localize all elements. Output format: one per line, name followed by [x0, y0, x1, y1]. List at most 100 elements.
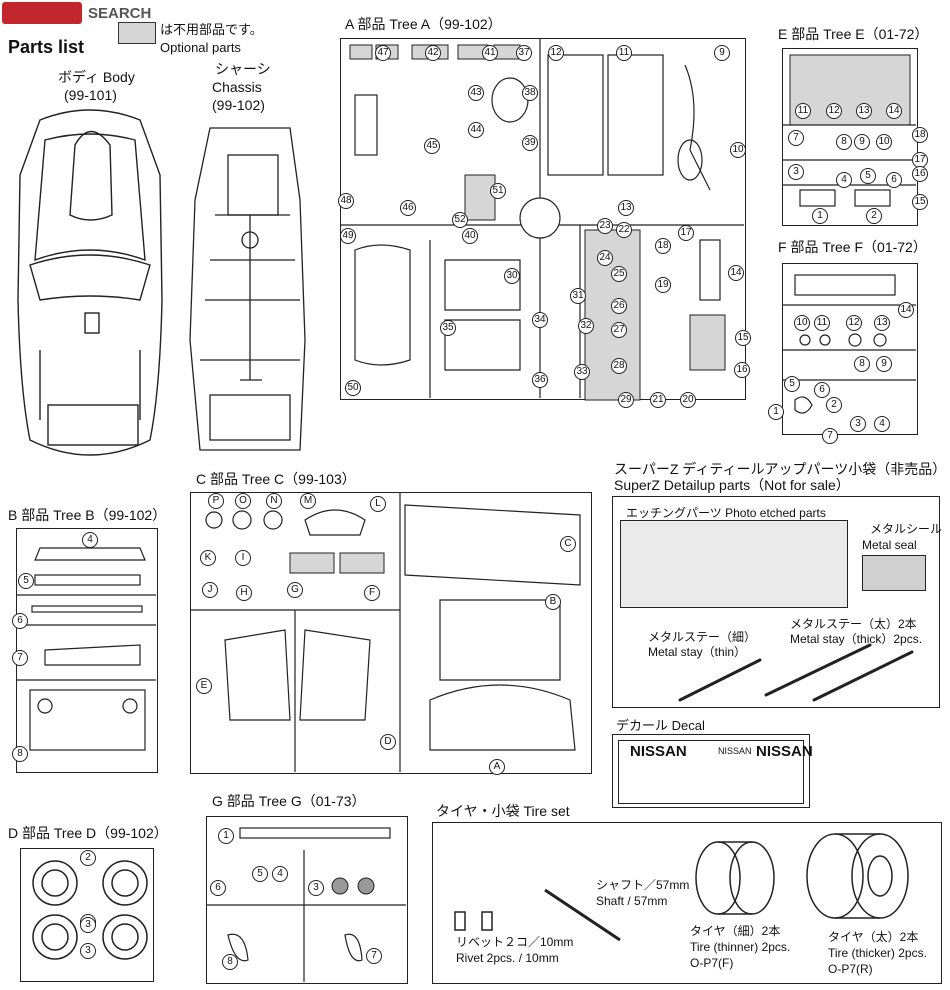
tree-d-part-2: 2: [80, 850, 96, 866]
tree-e-part-5: 5: [860, 168, 876, 184]
tree-f-part-7: 7: [822, 428, 838, 444]
tree-c-part-L: L: [370, 496, 386, 512]
tree-e-part-17: 17: [912, 152, 928, 168]
metal-seal-jp: メタルシール: [870, 522, 943, 536]
tree-e-part-18: 18: [912, 127, 928, 143]
tree-d-part-3: 3: [80, 943, 96, 959]
tree-a-part-49: 49: [340, 228, 356, 244]
tree-a-part-23: 23: [597, 218, 613, 234]
page-title: Parts list: [8, 37, 85, 57]
tree-a-part-52: 52: [452, 212, 468, 228]
tree-g-part-6: 6: [210, 880, 226, 896]
photo-etched-sheet: [620, 520, 848, 608]
tree-c-part-J: J: [202, 582, 218, 598]
tree-a-part-35: 35: [440, 320, 456, 336]
tree-g-part-5: 5: [252, 866, 268, 882]
tree-e-part-4: 4: [836, 172, 852, 188]
legend-en: Optional parts: [160, 40, 241, 55]
tree-a-part-10: 10: [730, 142, 746, 158]
tree-a-part-19: 19: [655, 277, 671, 293]
tree-a-part-33: 33: [574, 364, 590, 380]
tree-c-part-B: B: [545, 594, 561, 610]
tree-f-part-1: 1: [768, 404, 784, 420]
shaft-jp: シャフト／57mm: [596, 878, 690, 892]
tree-a-part-28: 28: [611, 358, 627, 374]
tree-c-part-F: F: [364, 585, 380, 601]
tree-e-part-11: 11: [795, 103, 811, 119]
tree-c-frame: [190, 492, 592, 774]
tree-b-part-8: 8: [12, 746, 28, 762]
tree-a-part-51: 51: [490, 183, 506, 199]
tree-e-part-2: 2: [866, 208, 882, 224]
tree-g-part-3: 3: [308, 880, 324, 896]
logo-text: SEARCH: [88, 5, 152, 22]
tree-a-label: A 部品 Tree A（99-102）: [345, 16, 502, 32]
tree-b-part-5: 5: [18, 573, 34, 589]
tree-a-part-36: 36: [532, 372, 548, 388]
tree-f-part-2: 2: [826, 397, 842, 413]
tree-f-frame: [782, 263, 918, 435]
stay-thick-en: Metal stay（thick）2pcs.: [790, 632, 923, 646]
tree-b-frame: [16, 528, 158, 773]
tree-a-part-16: 16: [734, 362, 750, 378]
chassis-code: (99-102): [212, 97, 265, 113]
tree-a-part-22: 22: [616, 222, 632, 238]
tire-thin-en: Tire (thinner) 2pcs.: [690, 940, 791, 954]
superz-label-en: SuperZ Detailup parts（Not for sale）: [614, 477, 850, 493]
tree-a-part-32: 32: [578, 318, 594, 334]
tree-a-part-29: 29: [618, 392, 634, 408]
tree-e-part-9: 9: [854, 134, 870, 150]
tree-b-label: B 部品 Tree B（99-102）: [8, 507, 167, 523]
tree-a-part-14: 14: [728, 265, 744, 281]
tree-e-part-16: 16: [912, 166, 928, 182]
tree-g-part-7: 7: [366, 948, 382, 964]
tree-a-part-18: 18: [655, 238, 671, 254]
metal-seal-en: Metal seal: [862, 538, 917, 552]
tree-f-part-8: 8: [854, 356, 870, 372]
tree-e-part-10: 10: [876, 134, 892, 150]
tree-e-part-14: 14: [886, 103, 902, 119]
tree-a-part-21: 21: [650, 392, 666, 408]
chassis-label-jp: シャーシ: [215, 61, 271, 77]
tree-b-part-6: 6: [12, 613, 28, 629]
tree-a-part-15: 15: [735, 330, 751, 346]
tree-c-part-C: C: [560, 536, 576, 552]
tree-f-part-11: 11: [814, 315, 830, 331]
tree-e-part-1: 1: [812, 208, 828, 224]
stay-thin-en: Metal stay（thin）: [648, 645, 747, 659]
tree-a-part-13: 13: [618, 200, 634, 216]
tree-e-part-3: 3: [788, 164, 804, 180]
tree-e-label: E 部品 Tree E（01-72）: [778, 26, 929, 42]
etched-label: エッチングパーツ Photo etched parts: [626, 506, 826, 520]
tree-a-part-40: 40: [462, 228, 478, 244]
body-label: ボディ Body: [58, 69, 135, 85]
tree-g-part-8: 8: [222, 954, 238, 970]
tree-a-part-43: 43: [468, 85, 484, 101]
tree-d-label: D 部品 Tree D（99-102）: [8, 825, 168, 841]
tire-thick-en: Tire (thicker) 2pcs.: [828, 946, 927, 960]
tree-a-part-12: 12: [548, 45, 564, 61]
tree-c-part-P: P: [208, 493, 224, 509]
tree-a-part-48: 48: [338, 193, 354, 209]
tree-e-part-15: 15: [912, 194, 928, 210]
tree-c-part-D: D: [380, 734, 396, 750]
decal-label: デカール Decal: [616, 718, 705, 733]
tree-f-part-5: 5: [784, 376, 800, 392]
tree-e-part-8: 8: [836, 134, 852, 150]
legend-jp: は不用部品です。: [160, 22, 263, 37]
tree-c-part-K: K: [200, 550, 216, 566]
tire-set-label: タイヤ・小袋 Tire set: [436, 803, 570, 819]
tree-f-part-4: 4: [874, 416, 890, 432]
rivet-jp: リベット２コ／10mm: [456, 935, 574, 949]
tree-a-part-25: 25: [611, 266, 627, 282]
tree-e-part-7: 7: [788, 130, 804, 146]
tree-g-label: G 部品 Tree G（01-73）: [212, 793, 366, 809]
decal-sheet: [618, 740, 804, 804]
tree-c-part-G: G: [287, 582, 303, 598]
tree-c-part-M: M: [300, 493, 316, 509]
tire-thick-jp: タイヤ（太）2本: [828, 930, 919, 944]
stay-thick-jp: メタルステー（太）2本: [790, 617, 917, 631]
tire-thin-jp: タイヤ（細）2本: [690, 924, 781, 938]
tree-a-part-34: 34: [532, 312, 548, 328]
